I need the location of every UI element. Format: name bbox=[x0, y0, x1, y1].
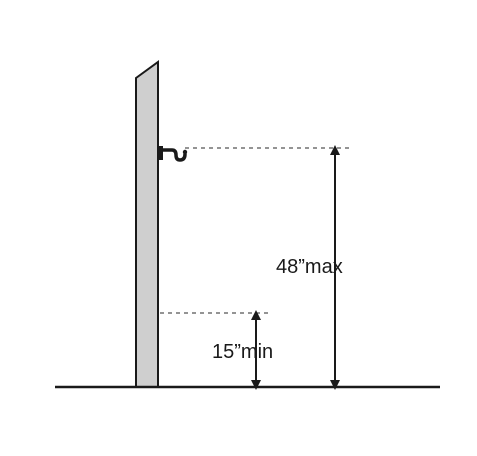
wall bbox=[135, 60, 159, 388]
coat-hook-icon bbox=[159, 146, 188, 162]
min-height-label: 15”min bbox=[212, 341, 273, 363]
max-height-label: 48”max bbox=[276, 256, 343, 278]
